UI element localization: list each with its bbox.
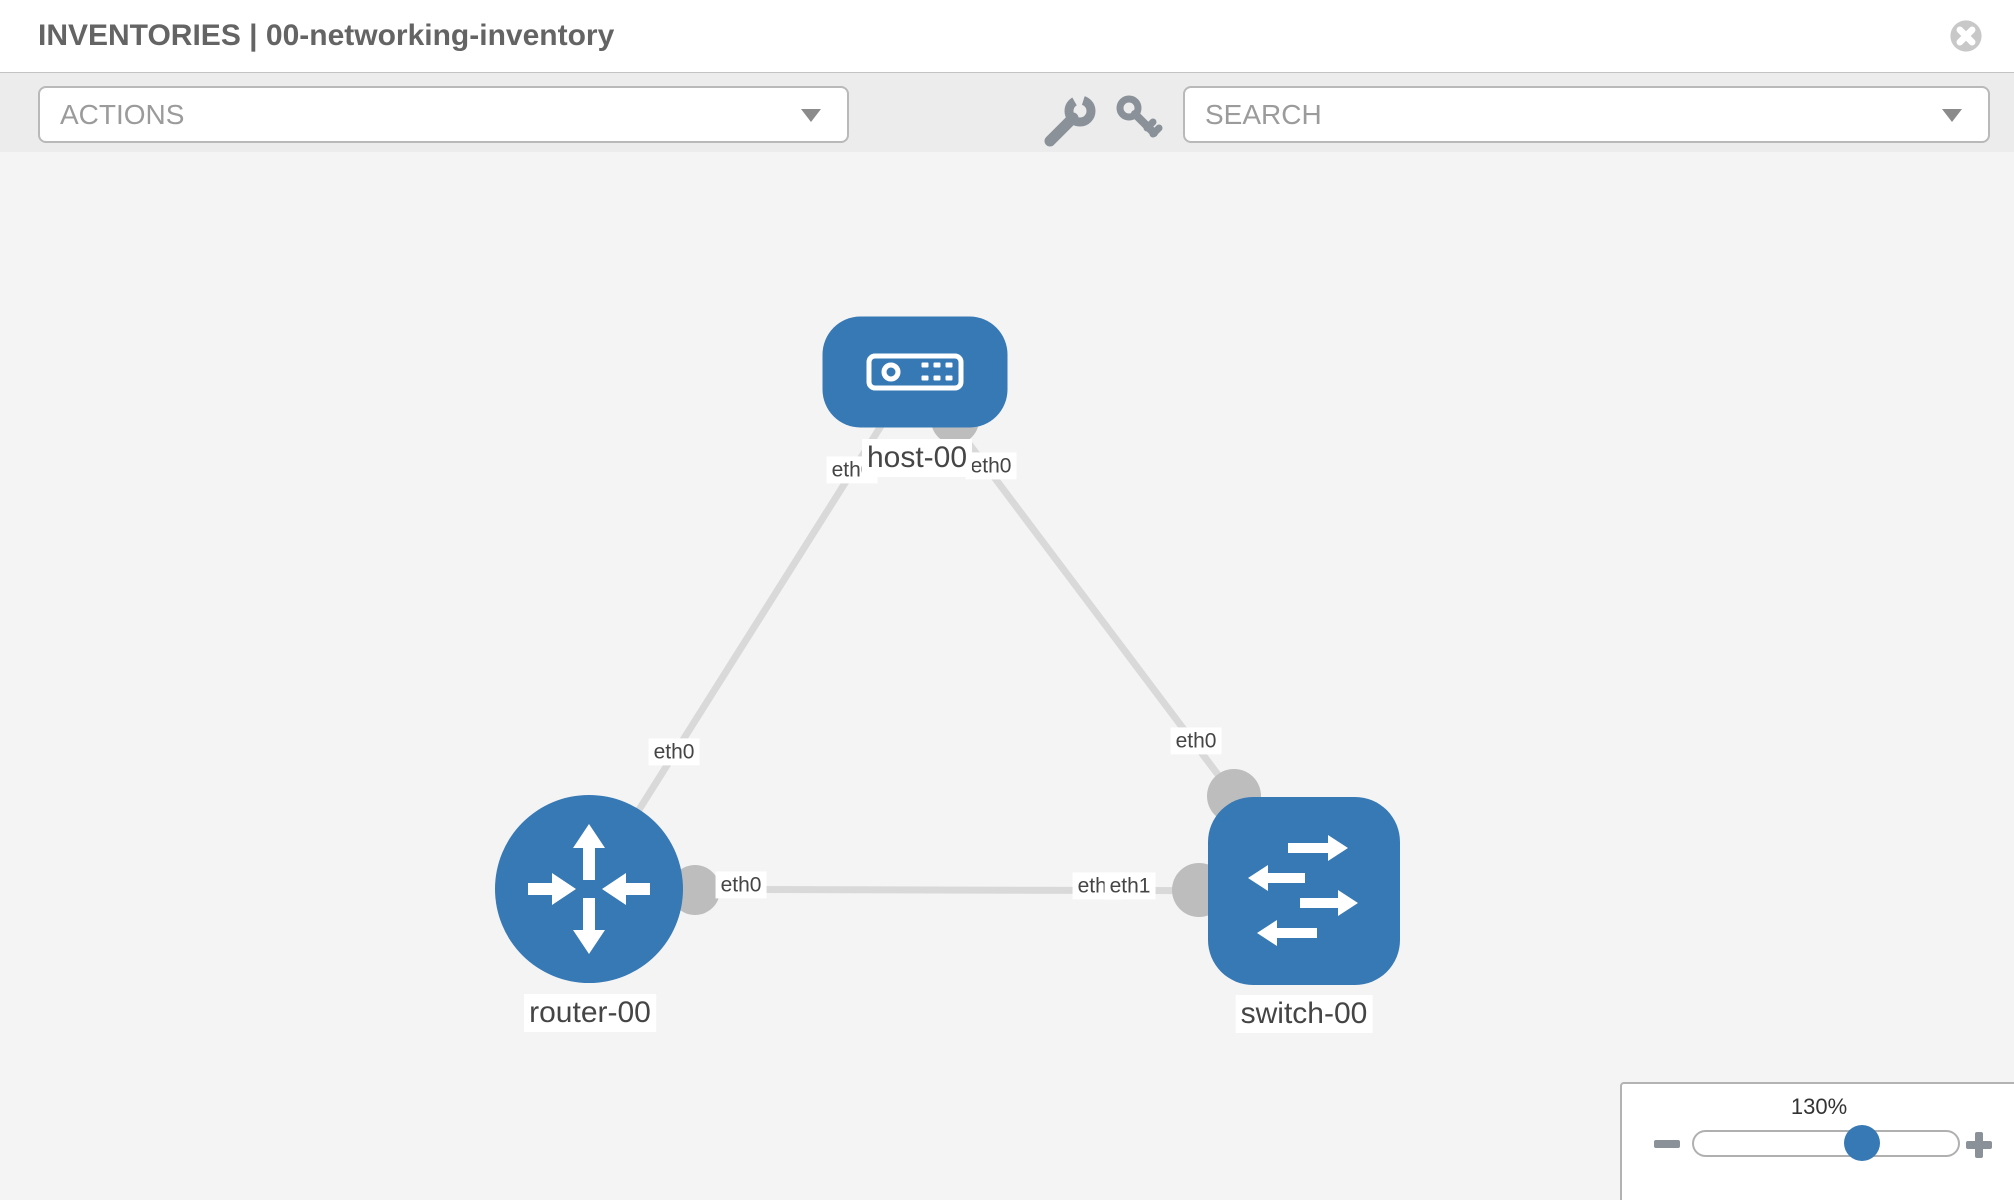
host-icon [866, 353, 964, 391]
node-switch-00[interactable] [1208, 797, 1400, 985]
key-icon [1116, 95, 1163, 138]
caret-down-icon [801, 108, 821, 122]
search-placeholder: SEARCH [1205, 98, 1322, 130]
zoom-level-value: 130% [1790, 1094, 1848, 1119]
zoom-out-button[interactable] [1654, 1140, 1680, 1148]
wrench-icon [1044, 90, 1096, 147]
node-router-00[interactable] [495, 795, 683, 983]
tools-button[interactable] [1042, 89, 1102, 149]
plus-icon [1975, 1132, 1983, 1158]
zoom-slider[interactable] [1692, 1125, 1960, 1161]
node-host-00[interactable] [822, 316, 1008, 428]
router-icon [528, 824, 650, 954]
zoom-panel: 130% [1620, 1082, 2014, 1200]
search-dropdown[interactable]: SEARCH [1183, 86, 1990, 143]
close-icon [1950, 20, 1982, 52]
caret-down-icon [1942, 108, 1962, 122]
actions-dropdown-label: ACTIONS [60, 98, 185, 130]
switch-icon [1248, 835, 1358, 946]
zoom-in-button[interactable] [1966, 1132, 1992, 1158]
toolbar: ACTIONS SEARCH [0, 72, 2014, 153]
zoom-slider-thumb[interactable] [1844, 1125, 1881, 1161]
key-button[interactable] [1108, 89, 1168, 149]
header: INVENTORIES | 00-networking-inventory [0, 0, 2014, 72]
close-button[interactable] [1949, 19, 1983, 53]
page-title: INVENTORIES | 00-networking-inventory [38, 19, 615, 52]
topology-diagram [495, 316, 1400, 985]
actions-dropdown[interactable]: ACTIONS [38, 86, 849, 143]
interface-dot [670, 865, 720, 915]
